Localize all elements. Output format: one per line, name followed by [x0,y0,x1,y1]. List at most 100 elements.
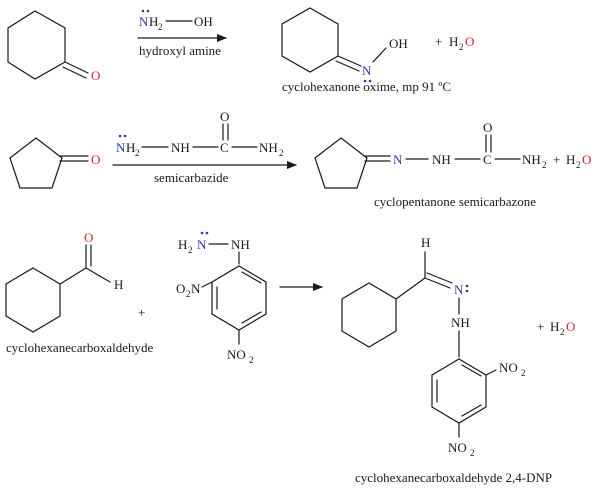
reagent-label-1: hydroxyl amine [139,43,221,58]
plus-sign: + [553,152,560,167]
semicarbazide-carbon: C [220,140,229,155]
water-h: H [566,152,575,167]
semicarbazone-nh: NH [432,152,451,167]
semicarbazone-oxygen: O [483,120,492,135]
ring-cho-bond [59,267,87,285]
reagent-h-subscript: 2 [158,22,163,32]
lone-pair-dot [200,231,204,235]
water-product-2: + H 2 O [553,152,591,170]
semicarbazone-nitrogen: N [393,152,403,167]
lone-pair-dot [123,134,127,138]
oxime-nitrogen: N [362,63,372,78]
water-product-3: + H 2 O [537,319,575,337]
para-nitro-no: NO [227,347,246,362]
semicarbazide-nitrogen: N [116,140,126,155]
c-n-double-bond-3a [424,277,451,289]
carbonyl-oxygen-2: O [91,152,100,167]
product-aryl-ring [431,358,487,424]
cyclohexanone-oxime-structure: N OH [281,7,408,83]
product-para-nitro-subscript: 2 [470,448,475,458]
dnph-ring [211,265,267,331]
dnph-ring-double-2 [241,311,262,324]
product-label-2: cyclopentanone semicarbazone [374,194,536,209]
lone-pair-dot [118,134,122,138]
semicarbazide-oxygen: O [220,109,229,124]
plus-sign: + [138,305,145,320]
water-subscript: 2 [560,327,565,337]
reaction-3: O H cyclohexanecarboxaldehyde + H 2 N NH… [5,230,575,485]
n-o-bond-oxime [372,47,387,63]
reaction-2: O N H 2 NH C O NH 2 semicarbazide N [9,109,591,209]
plus-sign: + [435,34,442,49]
dnph-h-subscript: 2 [188,245,193,255]
ortho-nitro-n: N [191,281,201,296]
product-cyclohexane-ring [341,282,397,348]
water-h: H [449,34,458,49]
semicarbazone-carbon: C [483,152,492,167]
oxime-oh: OH [389,36,408,51]
semicarbazone-nh2: NH [522,152,541,167]
dnp-hydrazone-structure: H N NH NO 2 NO 2 [341,235,526,458]
dnph-ring-double-1 [241,271,262,284]
carbonyl-bond-1b [62,66,87,79]
lone-pair-dot [363,79,367,83]
aldehyde-oxygen: O [84,230,93,245]
product-ortho-nitro-subscript: 2 [521,368,526,378]
aryl-double-1 [461,364,482,377]
water-oxygen: O [582,152,591,167]
hydrazone-h: H [421,235,430,250]
cyclopentanone-semicarbazone-structure: N NH C O NH 2 [314,120,547,189]
ortho-no2-bond [201,281,213,288]
para-nitro-subscript: 2 [249,355,254,365]
hydrazone-nh: NH [451,315,470,330]
lone-pair-dot [465,289,469,293]
reagent-label-2: semicarbazide [154,170,229,185]
product-para-nitro-no: NO [448,440,467,455]
dnph-nh: NH [231,237,250,252]
product-ortho-no2-bond [485,369,497,376]
ring-ch-bond [395,277,426,300]
semicarbazide-nh: NH [171,140,190,155]
water-product-1: + H 2 O [435,34,474,52]
c-n-double-bond-a [337,55,362,67]
lone-pair-dot [368,79,372,83]
semicarbazide-reagent: N H 2 NH C O NH 2 [116,109,284,158]
semicarbazide-h-subscript: 2 [135,148,140,158]
water-subscript: 2 [459,42,464,52]
aryl-double-2 [461,404,482,417]
water-oxygen: O [566,319,575,334]
carbonyl-bond-1a [64,61,89,74]
lone-pair-dot [205,231,209,235]
c-h-bond [85,267,111,283]
semicarbazone-ring [314,137,368,189]
cyclopentanone-ring [9,137,63,189]
water-h: H [550,319,559,334]
reagent-nitrogen: N [139,14,149,29]
cyclohexanone-structure: O [7,10,100,83]
aldehyde-ring [5,267,61,333]
reactant-label-3: cyclohexanecarboxaldehyde [6,340,153,355]
imine-nitrogen: N [454,282,464,297]
cyclohexanecarboxaldehyde-structure: O H [5,230,123,333]
ortho-nitro-subscript: 2 [186,289,191,299]
product-label-1: cyclohexanone oxime, mp 91 ºC [282,79,451,94]
lone-pair-dot [465,284,469,288]
product-ortho-nitro-no: NO [499,360,518,375]
aldehyde-h: H [114,277,123,292]
reaction-1: O N H 2 OH hydroxyl amine N OH + H [7,7,474,94]
lone-pair-dot [146,9,150,13]
carbonyl-oxygen-1: O [91,68,100,83]
semicarbazone-nh2-subscript: 2 [542,160,547,170]
cyclohexanone-ring [7,10,66,80]
reagent-h: H [149,14,158,29]
c-n-double-bond-b [335,60,360,72]
water-subscript: 2 [576,160,581,170]
semicarbazide-h: H [126,140,135,155]
cyclopentanone-structure: O [9,137,100,189]
semicarbazide-nh2: NH [259,140,278,155]
plus-sign: + [537,319,544,334]
semicarbazide-nh2-subscript: 2 [279,148,284,158]
reagent-oh: OH [194,14,213,29]
dnph-terminal-nitrogen: N [197,237,207,252]
